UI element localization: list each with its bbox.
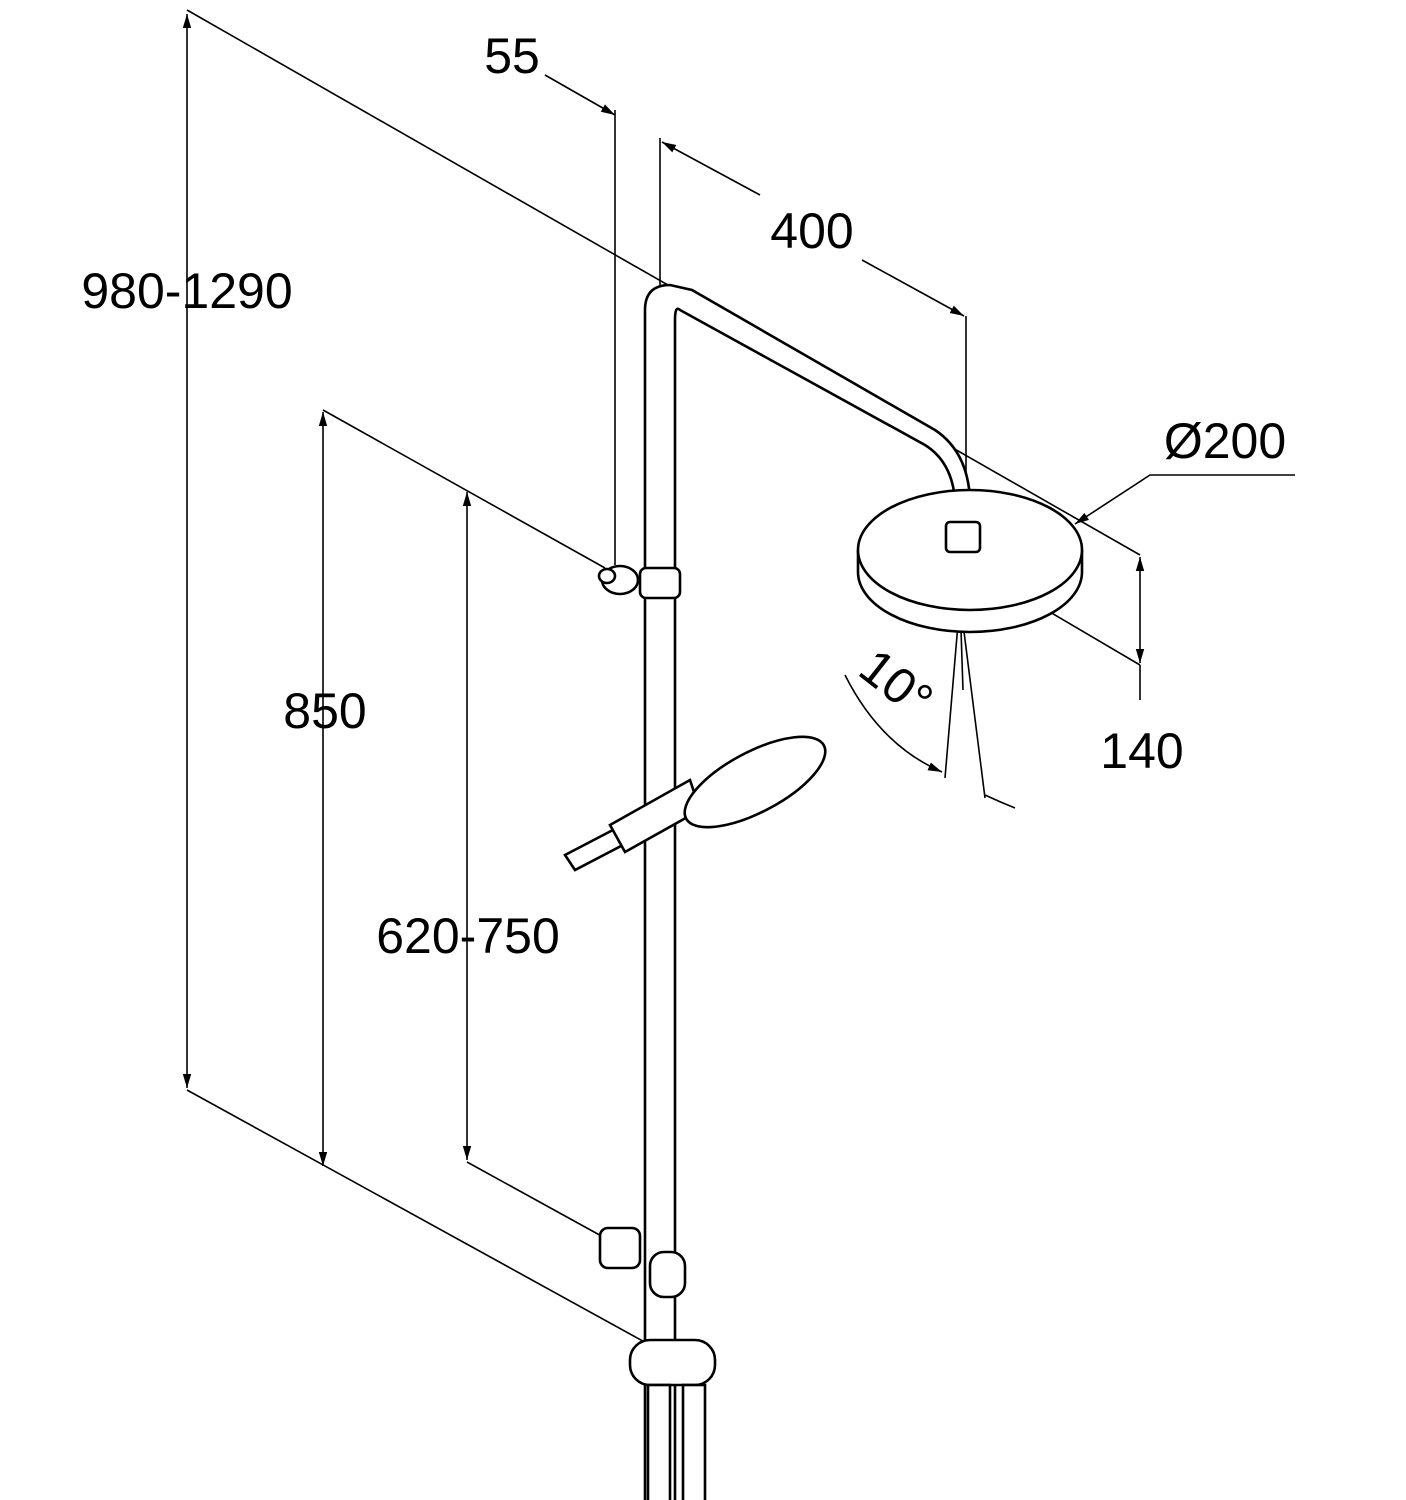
- wall-bracket: [597, 564, 682, 600]
- hand-shower: [563, 735, 827, 872]
- tilt-angle-label: 10°: [849, 638, 943, 729]
- overhead-shower: [856, 488, 1084, 634]
- tilt-angle-dimension: [844, 599, 1016, 809]
- arm-projection-label: 400: [770, 203, 853, 259]
- bracket-spacing-dimension: [318, 409, 606, 1166]
- diameter-leader: [1074, 474, 1295, 525]
- wall-offset-label: 55: [484, 28, 540, 84]
- offset-dimensions: [544, 74, 967, 565]
- head-diameter-label: Ø200: [1164, 413, 1286, 469]
- riser-pole: [643, 283, 972, 1500]
- bracket-spacing-label: 850: [283, 683, 366, 739]
- outlet-fitting: [598, 1226, 717, 1500]
- overall-height-dimension: [182, 9, 1141, 1346]
- overall-height-label: 980-1290: [81, 263, 292, 319]
- outlet-height-dimension: [462, 492, 606, 1239]
- outlet-height-label: 620-750: [376, 908, 560, 964]
- head-height-label: 140: [1100, 723, 1183, 779]
